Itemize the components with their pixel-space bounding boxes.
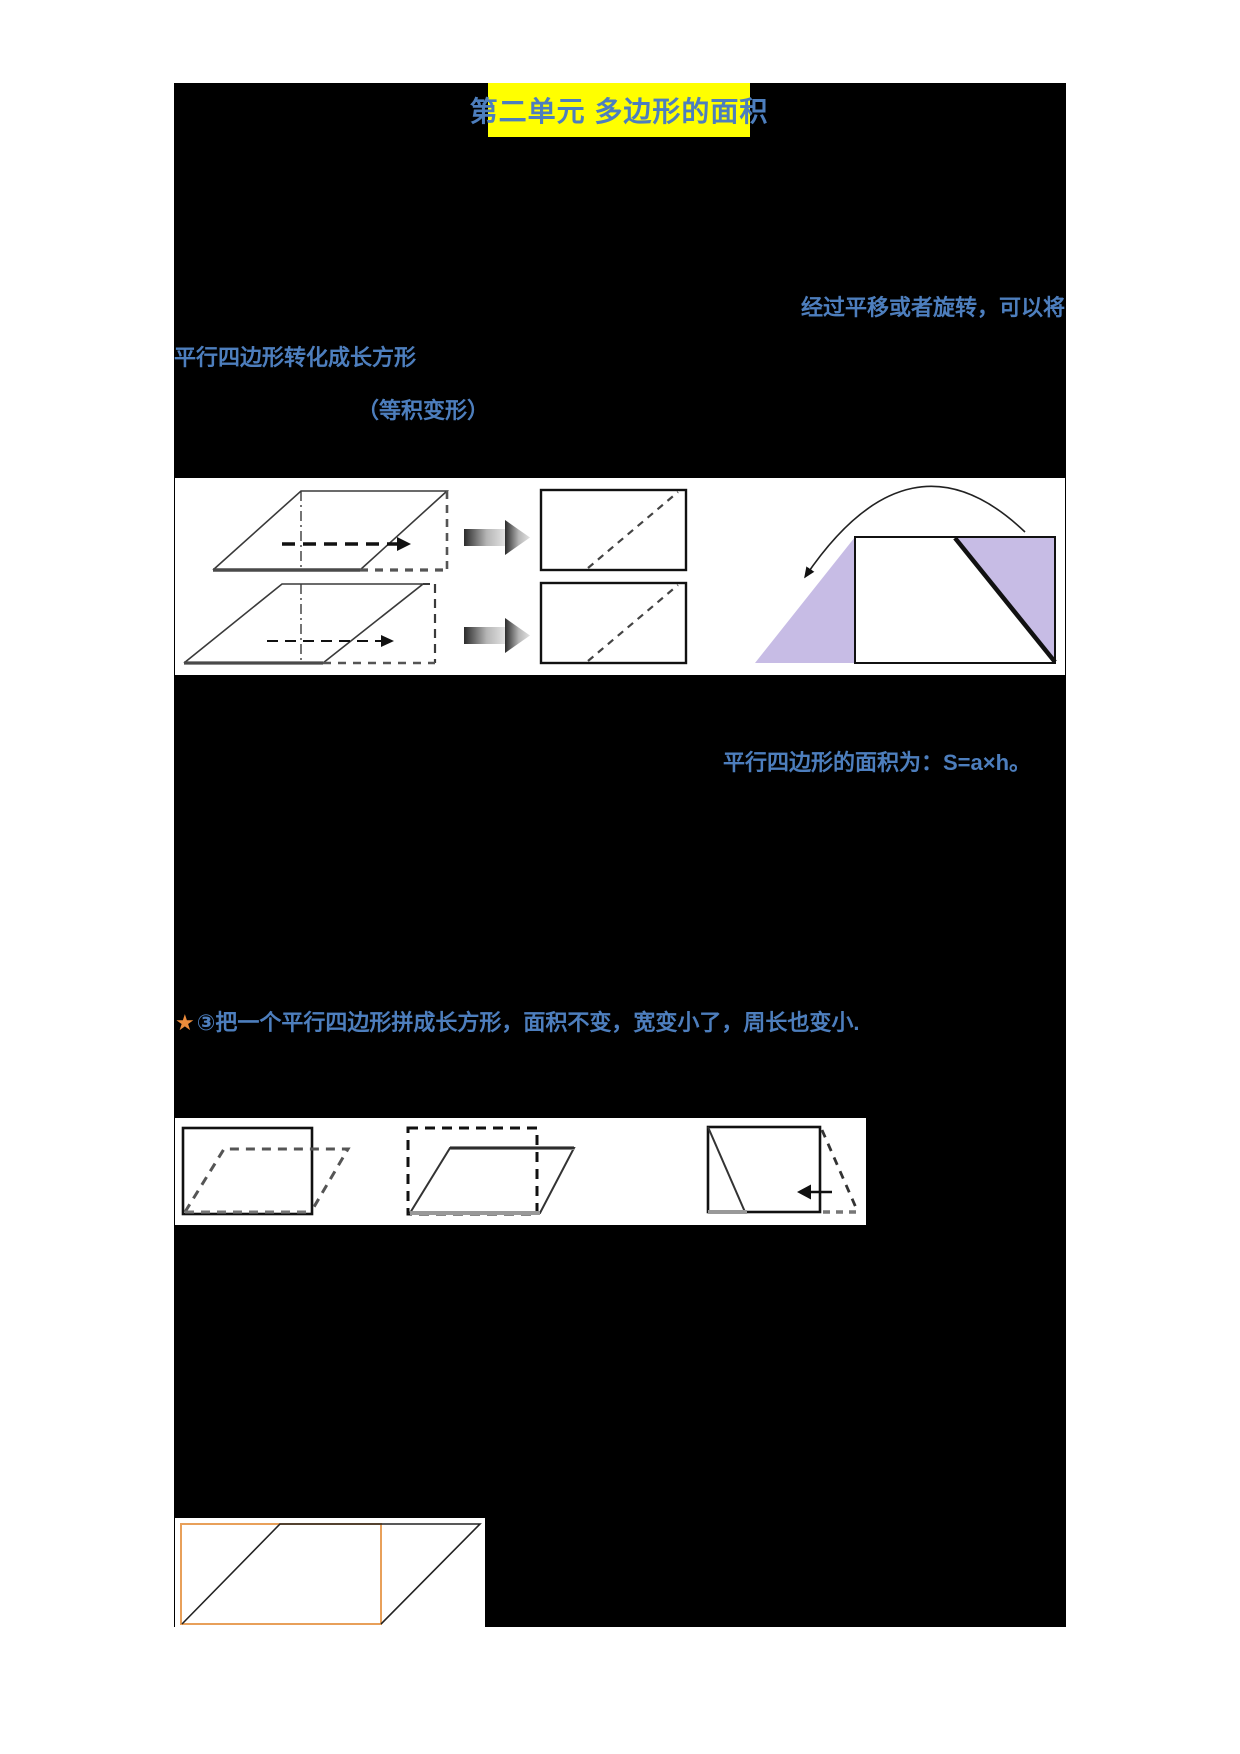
rectangle-result-top [539, 488, 688, 572]
text-line-note3: ★③把一个平行四边形拼成长方形，面积不变，宽变小了，周长也变小. [175, 1010, 859, 1036]
figure-panel-transformation [175, 478, 1065, 675]
parallelogram-cut-translate-bottom [183, 583, 437, 665]
title-highlight: 第二单元 多边形的面积 [470, 83, 767, 137]
rectangle-cut-triangle-arrow [706, 1125, 861, 1214]
dashed-rect-solid-parallelogram [406, 1126, 576, 1216]
parallelogram-cut-translate-top [212, 490, 450, 572]
orange-rectangle [180, 1523, 382, 1625]
thick-diagonal [953, 536, 1057, 664]
rectangle-parallelogram-comparison-figure [181, 1125, 861, 1216]
note3-text: ③把一个平行四边形拼成长方形，面积不变，宽变小了，周长也变小. [196, 1010, 860, 1035]
left-arrow-icon [797, 1184, 811, 1200]
star-icon: ★ [175, 1010, 195, 1035]
rectangle-result-bottom [539, 581, 688, 665]
text-line-convert-rectangle: 平行四边形转化成长方形 [174, 345, 417, 370]
page-title: 第二单元 多边形的面积 [469, 96, 769, 127]
gray-block-arrow-top [464, 520, 530, 555]
figure-panel-orange-rect [175, 1518, 485, 1627]
text-line-translate-rotate: 经过平移或者旋转，可以将 [800, 295, 1065, 320]
text-line-area-formula: 平行四边形的面积为：S=a×h。 [723, 750, 1032, 775]
text-line-equal-area: （等积变形） [357, 398, 490, 423]
document-page: 第二单元 多边形的面积 经过平移或者旋转，可以将 平行四边形转化成长方形 （等积… [174, 83, 1066, 1627]
purple-left-triangle [755, 537, 855, 663]
trapezoid-rotation [755, 485, 1057, 664]
solid-rect-dashed-parallelogram [181, 1126, 351, 1216]
figure-panel-comparison [175, 1118, 866, 1225]
black-parallelogram [181, 1523, 482, 1625]
parallelogram-to-rectangle-figure [183, 485, 1057, 665]
trapezoid-rectangle [854, 536, 1056, 664]
rotation-arc-arrow [804, 485, 1026, 579]
gray-block-arrow-bottom [464, 618, 530, 653]
orange-rectangle-parallelogram-figure [180, 1523, 482, 1625]
